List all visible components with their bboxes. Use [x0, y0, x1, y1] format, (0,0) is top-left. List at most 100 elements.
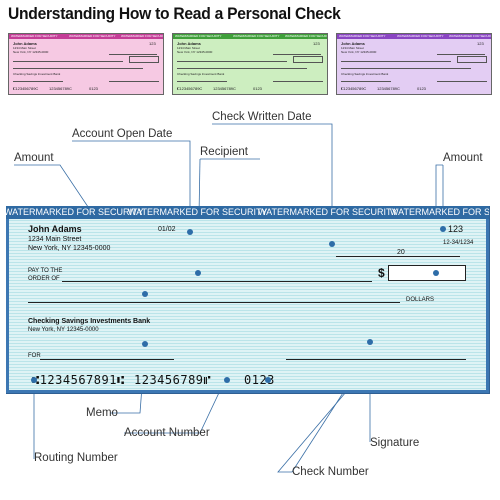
thumb-date-line	[109, 54, 157, 55]
thumb-band: WATERMARKED FOR SECURITY WATERMARKED FOR …	[9, 34, 163, 39]
thumb-number: 123	[477, 41, 484, 46]
thumb-band-text: WATERMARKED FOR SECURITY	[69, 34, 116, 38]
micr-routing-number: ⑆1234567891⑆	[32, 373, 125, 387]
thumb-band: WATERMARKED FOR SECURITY WATERMARKED FOR …	[173, 34, 327, 39]
bank-name: Checking Savings Investments Bank	[28, 318, 151, 325]
thumbnail-pink-check: WATERMARKED FOR SECURITY WATERMARKED FOR …	[8, 33, 164, 95]
thumb-band-text: WATERMARKED FOR SECURITY	[339, 34, 386, 38]
thumb-name: John Adams	[177, 41, 201, 46]
thumb-band-text: WATERMARKED FOR SECURITY	[285, 34, 328, 38]
personal-check: WATERMARKED FOR SECURITY WATERMARKED FOR…	[6, 206, 490, 394]
label-account-number: Account Number	[124, 427, 210, 439]
dot-account-number	[224, 377, 230, 383]
thumb-amount-box	[293, 56, 323, 63]
band-text-3: WATERMARKED FOR SECURITY	[258, 207, 398, 217]
memo-label: FOR	[28, 353, 41, 359]
label-amount-right: Amount	[443, 152, 483, 164]
label-account-open-date: Account Open Date	[72, 128, 173, 140]
thumb-number: 123	[149, 41, 156, 46]
band-text-1: WATERMARKED FOR SECURITY	[6, 207, 144, 217]
thumb-memo-line	[341, 81, 391, 82]
payee-line	[62, 281, 372, 282]
thumb-amount-box	[129, 56, 159, 63]
dot-account-open-date	[187, 229, 193, 235]
pay-to-label-1: PAY TO THE	[28, 268, 63, 274]
thumb-bank: Checking Savings Investment Bank	[341, 72, 389, 76]
dot-check-number-micr	[265, 377, 271, 383]
thumb-band-text: WATERMARKED FOR SECURITY	[121, 34, 164, 38]
pay-to-label-2: ORDER OF	[28, 276, 60, 282]
thumb-city: New York, NY 12345-0000	[13, 50, 49, 54]
thumb-sig-line	[273, 81, 323, 82]
thumb-check-no: 0123	[89, 86, 98, 91]
label-signature: Signature	[370, 437, 420, 449]
account-holder-address: 1234 Main Street	[28, 236, 82, 243]
thumbnail-purple-check: WATERMARKED FOR SECURITY WATERMARKED FOR …	[336, 33, 492, 95]
thumb-address: 1234 Main Street	[341, 46, 364, 50]
thumb-written-line	[177, 68, 307, 69]
micr-check-number: 0123	[244, 373, 275, 387]
account-holder-name: John Adams	[28, 224, 82, 234]
dot-memo	[142, 341, 148, 347]
thumb-written-line	[13, 68, 143, 69]
amount-box[interactable]	[388, 265, 466, 281]
date-year-prefix: 20	[397, 249, 405, 256]
thumb-written-line	[341, 68, 471, 69]
label-recipient: Recipient	[200, 146, 248, 158]
routing-fraction: 12-34/1234	[443, 240, 474, 246]
dollar-sign: $	[378, 266, 385, 280]
page-title: Understanding How to Read a Personal Che…	[8, 4, 341, 23]
label-memo: Memo	[86, 407, 118, 419]
dot-amount-box	[433, 270, 439, 276]
thumb-band-text: WATERMARKED FOR SECURITY	[397, 34, 444, 38]
thumb-amount-box	[457, 56, 487, 63]
thumb-account: 123456789C	[213, 86, 236, 91]
micr-account-number: 123456789⑈	[134, 373, 212, 387]
thumb-band-text: WATERMARKED FOR SECURITY	[449, 34, 492, 38]
security-band: WATERMARKED FOR SECURITY WATERMARKED FOR…	[6, 206, 489, 219]
check-frame	[6, 219, 489, 393]
thumb-band-text: WATERMARKED FOR SECURITY	[11, 34, 58, 38]
thumb-check-no: 0123	[253, 86, 262, 91]
dot-check-number-top	[440, 226, 446, 232]
band-text-4: WATERMARKED FOR SECURITY	[390, 207, 489, 217]
thumb-bank: Checking Savings Investment Bank	[177, 72, 225, 76]
thumb-name: John Adams	[13, 41, 37, 46]
thumb-payee-line	[341, 61, 451, 62]
dollars-label: DOLLARS	[406, 297, 435, 303]
thumb-routing: ⑆123456789C	[341, 86, 367, 91]
thumb-name: John Adams	[341, 41, 365, 46]
thumb-account: 123456789C	[49, 86, 72, 91]
dot-amount-written	[142, 291, 148, 297]
dot-routing-number	[31, 377, 37, 383]
bank-city: New York, NY 12345-0000	[28, 327, 99, 333]
thumb-sig-line	[109, 81, 159, 82]
thumb-city: New York, NY 12345-0000	[177, 50, 213, 54]
thumbnail-green-check: WATERMARKED FOR SECURITY WATERMARKED FOR …	[172, 33, 328, 95]
memo-line	[40, 359, 174, 360]
thumb-check-no: 0123	[417, 86, 426, 91]
thumb-sig-line	[437, 81, 487, 82]
thumb-address: 1234 Main Street	[177, 46, 200, 50]
thumb-memo-line	[13, 81, 63, 82]
band-text-2: WATERMARKED FOR SECURITY	[128, 207, 268, 217]
thumb-date-line	[273, 54, 321, 55]
thumb-band-text: WATERMARKED FOR SECURITY	[233, 34, 280, 38]
thumb-routing: ⑆123456789C	[13, 86, 39, 91]
thumb-routing: ⑆123456789C	[177, 86, 203, 91]
check-number-top: 123	[448, 224, 464, 234]
dot-recipient	[195, 270, 201, 276]
thumb-bank: Checking Savings Investment Bank	[13, 72, 61, 76]
label-check-written-date: Check Written Date	[212, 111, 312, 123]
thumb-date-line	[437, 54, 485, 55]
thumb-address: 1234 Main Street	[13, 46, 36, 50]
dot-check-written-date	[329, 241, 335, 247]
thumb-city: New York, NY 12345-0000	[341, 50, 377, 54]
thumb-payee-line	[177, 61, 287, 62]
account-open-date: 01/02	[158, 226, 176, 233]
dot-signature	[367, 339, 373, 345]
thumb-number: 123	[313, 41, 320, 46]
thumb-payee-line	[13, 61, 123, 62]
signature-line	[286, 359, 466, 360]
thumb-band: WATERMARKED FOR SECURITY WATERMARKED FOR …	[337, 34, 491, 39]
